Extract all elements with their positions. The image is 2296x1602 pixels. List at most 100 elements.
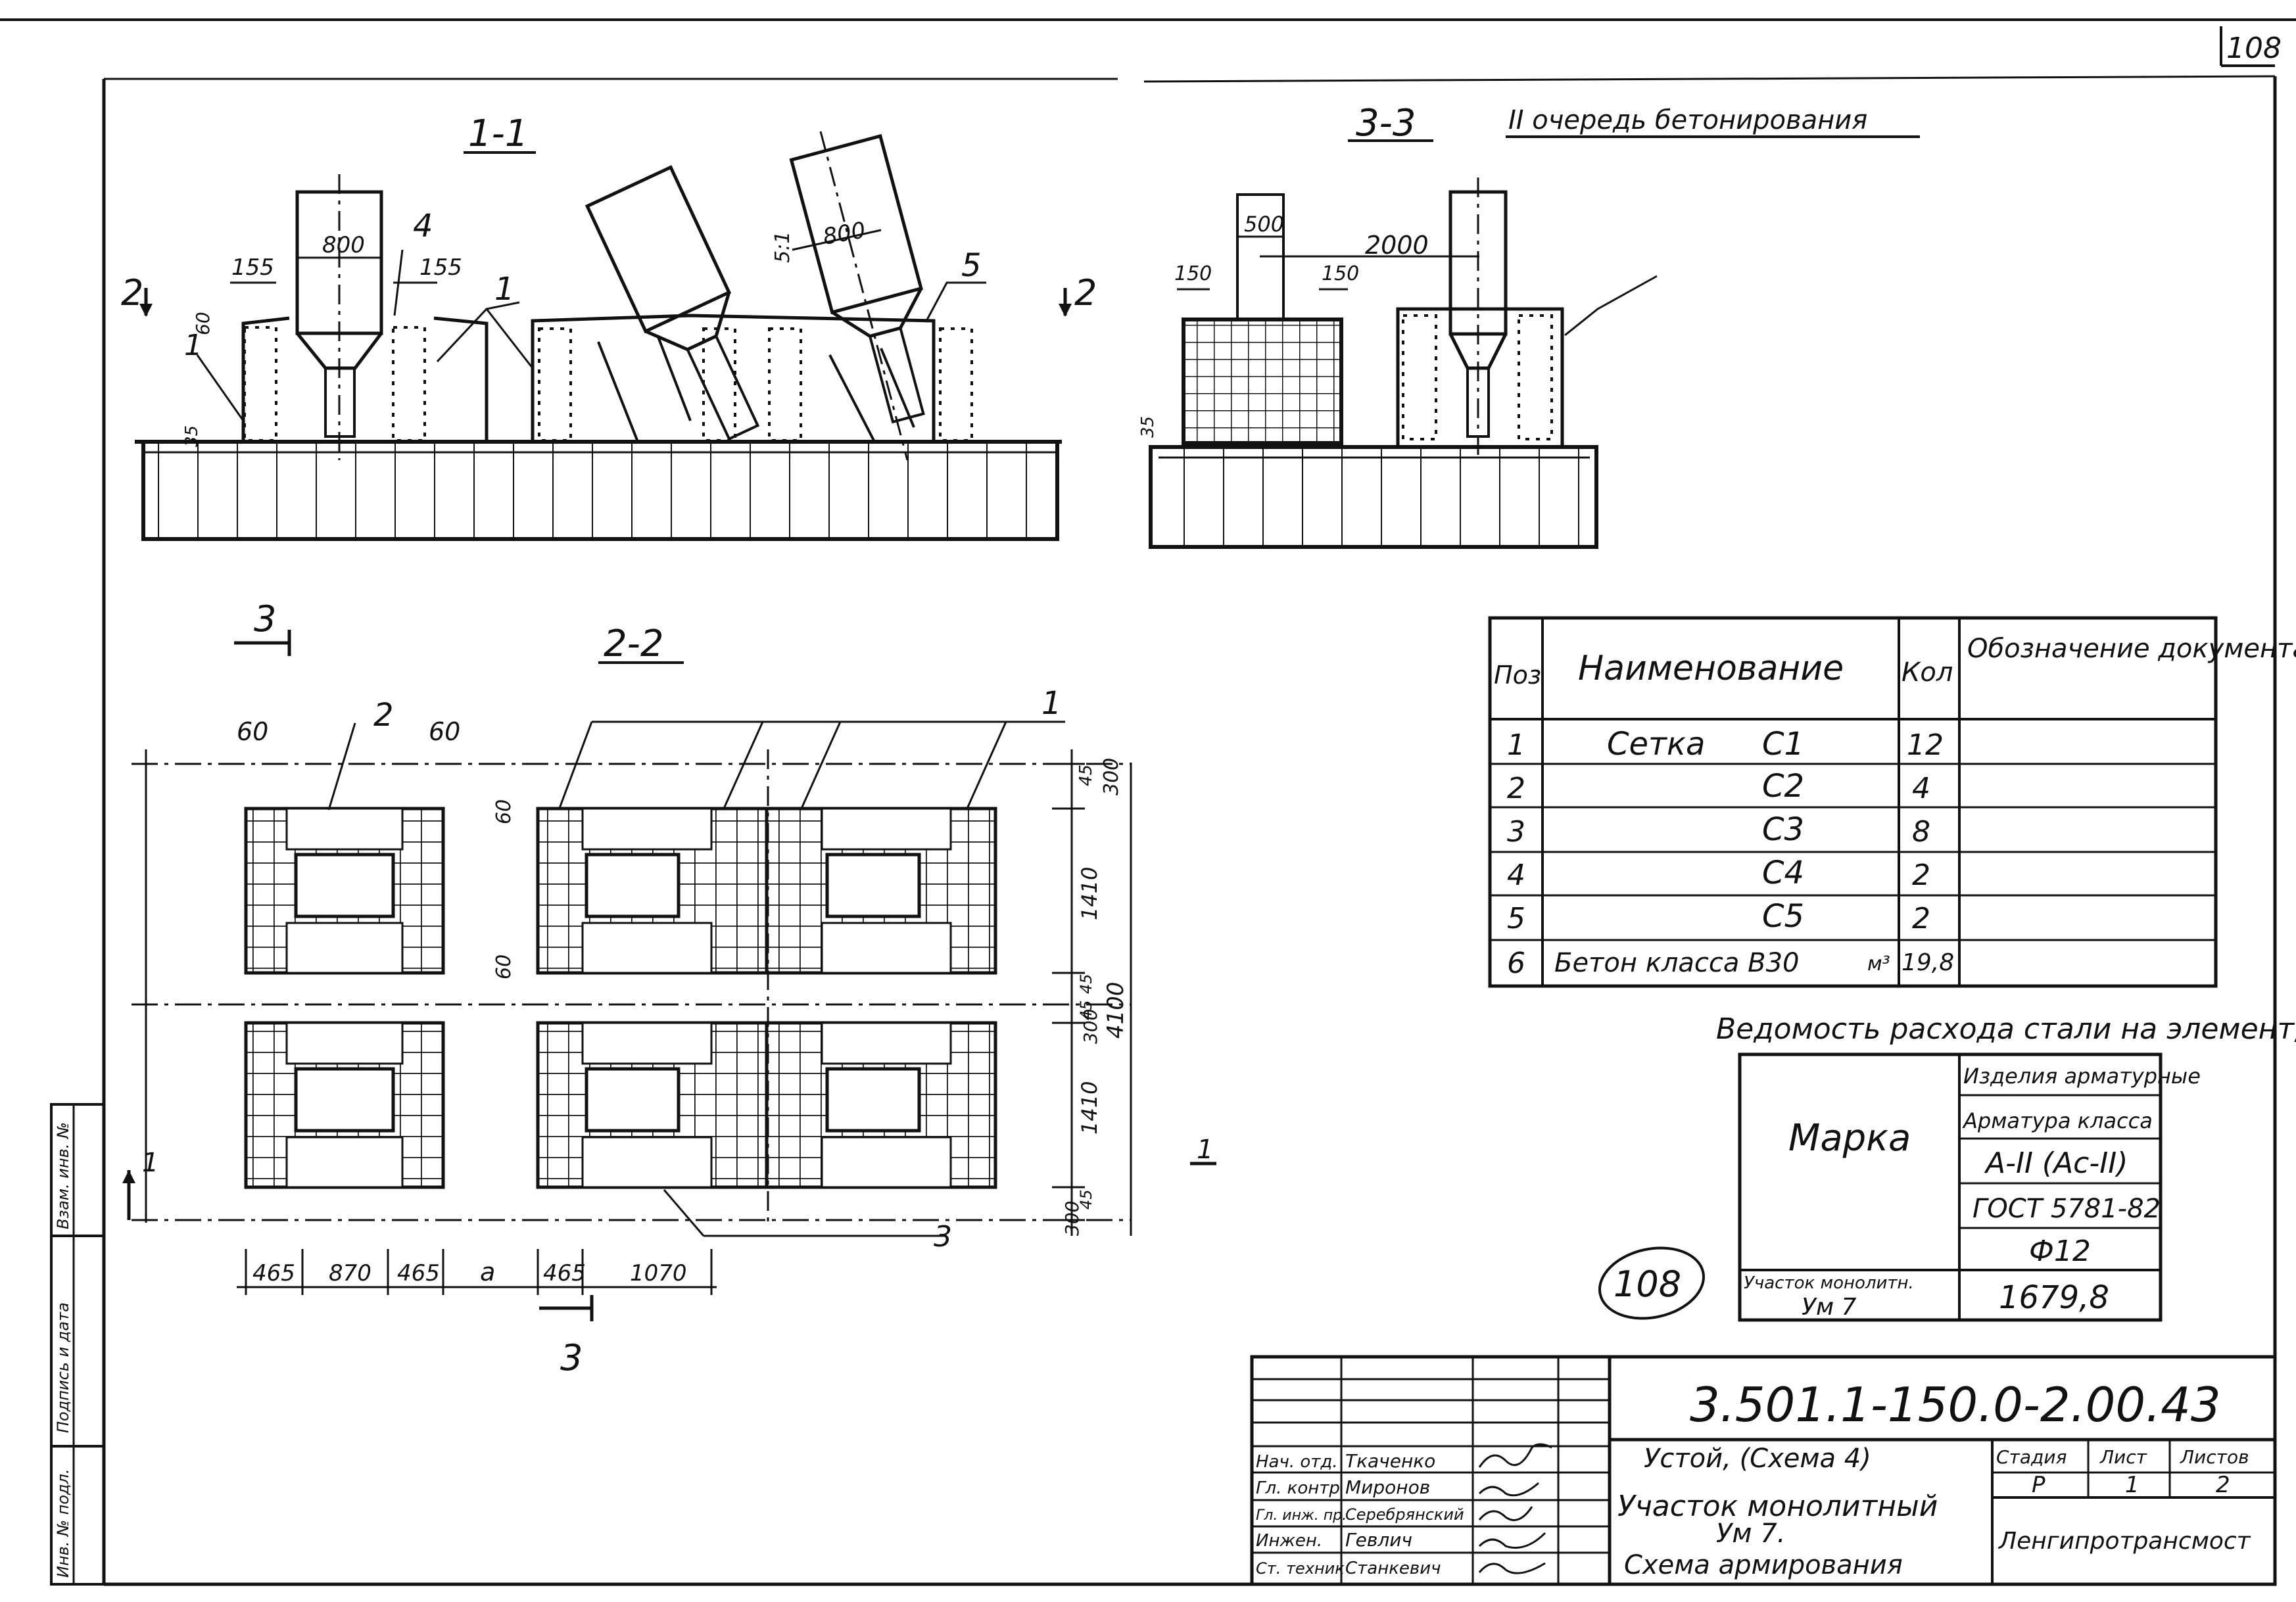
right-dim: 1410 [1077, 1081, 1102, 1135]
staff-rows: Нач. отд. Ткаченко Гл. контр Миронов Гл.… [1256, 1450, 1464, 1578]
staff-role: Гл. контр [1256, 1478, 1340, 1498]
section-3-3-note: II очередь бетонирования [1508, 105, 1867, 135]
staff-role: Инжен. [1256, 1531, 1322, 1551]
pos-1-left: 1 [184, 329, 203, 362]
spec-qty: 2 [1912, 902, 1930, 935]
spec-mark: С3 [1762, 811, 1804, 848]
dim-500: 500 [1244, 212, 1284, 237]
dim-60-c: 60 [492, 799, 515, 824]
right-dim: 1410 [1077, 867, 1102, 920]
sheets-value: 2 [2216, 1472, 2230, 1498]
title-block [1250, 1355, 2277, 1586]
dim-35-left: 35 [182, 425, 202, 447]
dim-155-left: 155 [231, 254, 274, 281]
steel-row-value: 1679,8 [1999, 1279, 2109, 1316]
spec-qty: 2 [1912, 859, 1930, 892]
section-3-3-title: 3-3 [1356, 102, 1416, 145]
dim-60-a: 60 [237, 717, 268, 746]
steel-h1: Изделия арматурные [1963, 1064, 2201, 1089]
spec-qty: 8 [1912, 815, 1930, 849]
doc-name-2: Участок монолитный [1617, 1490, 1938, 1523]
cut-1-left: 1 [142, 1148, 158, 1178]
staff-name: Серебрянский [1345, 1505, 1464, 1524]
spec-name: Сетка [1607, 726, 1705, 763]
staff-name: Ткаченко [1345, 1450, 1435, 1472]
steel-h2: Арматура класса [1962, 1108, 2153, 1133]
spec-mark: С4 [1762, 855, 1804, 891]
stage-header: Стадия [1996, 1446, 2067, 1468]
steel-table-title: Ведомость расхода стали на элемент, кг [1716, 1012, 2296, 1046]
dim-60-d: 60 [492, 954, 515, 979]
dim-60: 60 [192, 312, 214, 335]
sheet-header: Лист [2099, 1446, 2147, 1468]
spec-qty: 12 [1907, 728, 1944, 762]
side-field-replace: Взам. инв. № [54, 1122, 72, 1229]
doc-name-3: Ум 7. [1716, 1519, 1785, 1549]
bottom-dim: 1070 [630, 1260, 687, 1286]
steel-h3: А-II (Ас-II) [1984, 1146, 2128, 1180]
bottom-dims: 465 870 465 a 465 1070 [252, 1258, 687, 1286]
pos-1-label: 1 [1041, 685, 1062, 722]
pos-5: 5 [961, 247, 982, 284]
section-1-1: 1-1 [135, 112, 1072, 541]
stamp-text: 108 [1614, 1263, 1681, 1305]
bottom-dim: 465 [397, 1260, 440, 1286]
stage-value: Р [2032, 1472, 2045, 1498]
spec-header-qty: Кол [1901, 657, 1953, 688]
bottom-dim: a [480, 1258, 495, 1286]
dim-800-left: 800 [322, 232, 365, 258]
dim-150-left: 150 [1174, 262, 1212, 285]
right-dim: 300 [1080, 1009, 1101, 1044]
cut-3-bottom: 3 [560, 1337, 583, 1378]
organization: Ленгипротрансмост [1997, 1528, 2251, 1555]
staff-name: Гевлич [1345, 1529, 1412, 1551]
side-field-signature: Подпись и дата [54, 1302, 72, 1433]
steel-table [1738, 1052, 2163, 1322]
right-dim-total: 4100 [1103, 981, 1129, 1039]
dim-35-right: 35 [1138, 416, 1158, 438]
staff-role: Ст. техник [1256, 1559, 1345, 1578]
section-1-1-title: 1-1 [468, 112, 528, 155]
dim-800-right: 800 [821, 217, 868, 250]
steel-h5: Ф12 [2029, 1235, 2091, 1268]
spec-header-doc: Обозначение документа [1967, 634, 2296, 664]
dim-150-right: 150 [1322, 262, 1359, 285]
side-field-inventory: Инв. № подл. [54, 1469, 72, 1578]
staff-role: Нач. отд. [1256, 1452, 1338, 1472]
spec-header-name: Наименование [1578, 649, 1844, 688]
right-dim: 45 [1077, 1000, 1095, 1020]
cut-2-right: 2 [1074, 272, 1097, 314]
page-number: 108 [2226, 32, 2282, 65]
spec-qty: 4 [1912, 772, 1930, 805]
steel-h4: ГОСТ 5781-82 [1973, 1194, 2161, 1224]
cut-1-right: 1 [1197, 1135, 1213, 1165]
staff-role: Гл. инж. пр. [1256, 1507, 1347, 1524]
spec-mark: м³ [1867, 953, 1890, 976]
spec-pos: 4 [1507, 859, 1525, 892]
right-dim: 45 [1076, 765, 1096, 786]
side-strip [50, 1103, 105, 1586]
right-dim: 45 [1077, 974, 1095, 994]
stamp [1598, 1246, 1705, 1320]
dim-155-right: 155 [419, 254, 462, 281]
staff-name: Миронов [1345, 1476, 1430, 1498]
spec-mark: С5 [1762, 898, 1804, 935]
right-dim: 45 [1077, 1189, 1095, 1210]
staff-name: Станкевич [1345, 1559, 1441, 1578]
spec-table [1488, 616, 2218, 988]
steel-row-label-2: Ум 7 [1802, 1294, 1857, 1321]
spec-pos: 1 [1507, 728, 1525, 762]
right-dim: 300 [1061, 1201, 1083, 1236]
spec-pos: 6 [1507, 947, 1525, 980]
bottom-dim: 465 [543, 1260, 586, 1286]
section-2-2-title: 2-2 [604, 623, 663, 665]
right-dims: 45 300 1410 45 45 300 1410 45 300 4100 [1061, 758, 1129, 1236]
doc-code: 3.501.1-150.0-2.00.43 [1690, 1377, 2221, 1432]
steel-marka: Марка [1788, 1117, 1911, 1160]
signatures [1478, 1443, 1552, 1574]
pos-1-mid: 1 [494, 271, 515, 308]
doc-name-1: Устой, (Схема 4) [1644, 1444, 1871, 1474]
cut-2-left: 2 [121, 272, 143, 314]
